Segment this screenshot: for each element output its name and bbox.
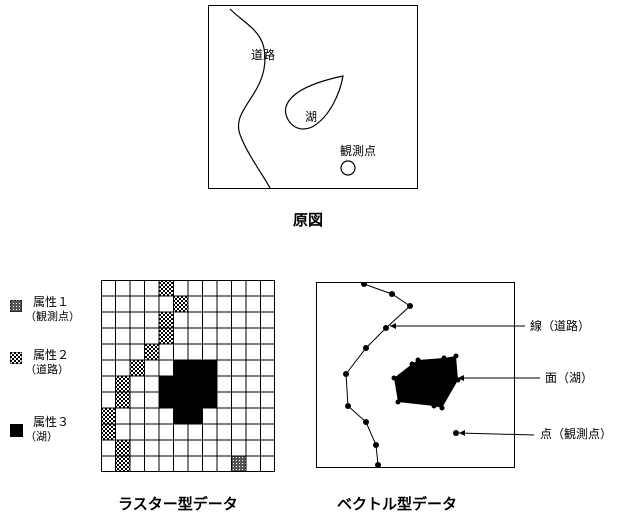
raster-road-cell	[159, 312, 174, 328]
leader-line-point	[458, 432, 535, 436]
observation-point	[340, 160, 356, 176]
caption-original: 原図	[293, 211, 324, 229]
raster-road-cell	[115, 440, 130, 456]
legend-sub-attr2: （道路）	[25, 363, 69, 376]
raster-road-cell	[159, 280, 174, 296]
label-lake: 湖	[305, 110, 318, 124]
legend-sub-attr1: （観測点）	[25, 310, 80, 323]
raster-grid	[101, 280, 275, 476]
legend-title-attr2: 属性２	[33, 348, 70, 362]
raster-lake-cell	[188, 360, 203, 376]
vector-road-vertices	[343, 281, 413, 468]
vector-road-polyline	[345, 283, 411, 466]
legend-swatch-attr3	[10, 424, 23, 437]
legend-title-attr1: 属性１	[33, 295, 70, 309]
vector-point	[453, 430, 459, 436]
raster-road-cell	[173, 296, 188, 312]
leader-arrow-point	[459, 430, 465, 436]
raster-road-cell	[130, 360, 145, 376]
raster-road-cell	[115, 392, 130, 408]
original-map	[208, 5, 418, 189]
raster-lake-cell	[202, 376, 217, 392]
raster-lake-cell	[173, 408, 188, 424]
vector-lake-vertices	[391, 353, 461, 411]
original-map-drawing	[208, 5, 418, 189]
raster-lake-cell	[202, 392, 217, 408]
raster-lake-cell	[159, 376, 174, 392]
lake-shape	[284, 75, 344, 130]
leader-arrow-lake	[458, 375, 464, 381]
vector-lake-polygon	[394, 356, 458, 408]
raster-lake-cell	[202, 360, 217, 376]
raster-road-cell	[144, 344, 159, 360]
legend-swatch-attr1	[10, 300, 22, 312]
caption-vector: ベクトル型データ	[337, 495, 458, 513]
vector-map-frame	[316, 282, 515, 468]
label-vector-point: 点（観測点）	[540, 427, 613, 441]
raster-legend: 属性１ （観測点） 属性２ （道路） 属性３ （湖）	[0, 290, 110, 450]
raster-lake-cell	[188, 392, 203, 408]
vector-map-drawing	[316, 281, 540, 468]
caption-raster: ラスター型データ	[118, 495, 238, 513]
raster-road-cell	[101, 424, 116, 440]
original-map-frame	[208, 5, 418, 189]
raster-road-cell	[115, 376, 130, 392]
raster-lake-cell	[188, 408, 203, 424]
label-road: 道路	[251, 48, 276, 62]
label-vector-area: 面（湖）	[545, 371, 594, 385]
leader-arrow-road	[390, 323, 396, 329]
raster-lake-cell	[173, 360, 188, 376]
raster-lake-cell	[173, 376, 188, 392]
legend-title-attr3: 属性３	[33, 415, 70, 429]
raster-road-cell	[159, 328, 174, 344]
label-observation-point: 観測点	[340, 144, 377, 158]
label-vector-line: 線（道路）	[530, 319, 591, 333]
raster-point-cell	[231, 456, 246, 472]
raster-lake-cell	[173, 392, 188, 408]
raster-lake-cell	[159, 392, 174, 408]
raster-grid-drawing	[101, 280, 275, 472]
raster-lake-cell	[188, 376, 203, 392]
legend-sub-attr3: （湖）	[25, 430, 58, 443]
raster-road-cell	[101, 408, 116, 424]
legend-swatch-attr2	[10, 352, 22, 364]
raster-road-cell	[115, 456, 130, 472]
vector-map	[316, 281, 621, 476]
road-line	[229, 8, 271, 189]
